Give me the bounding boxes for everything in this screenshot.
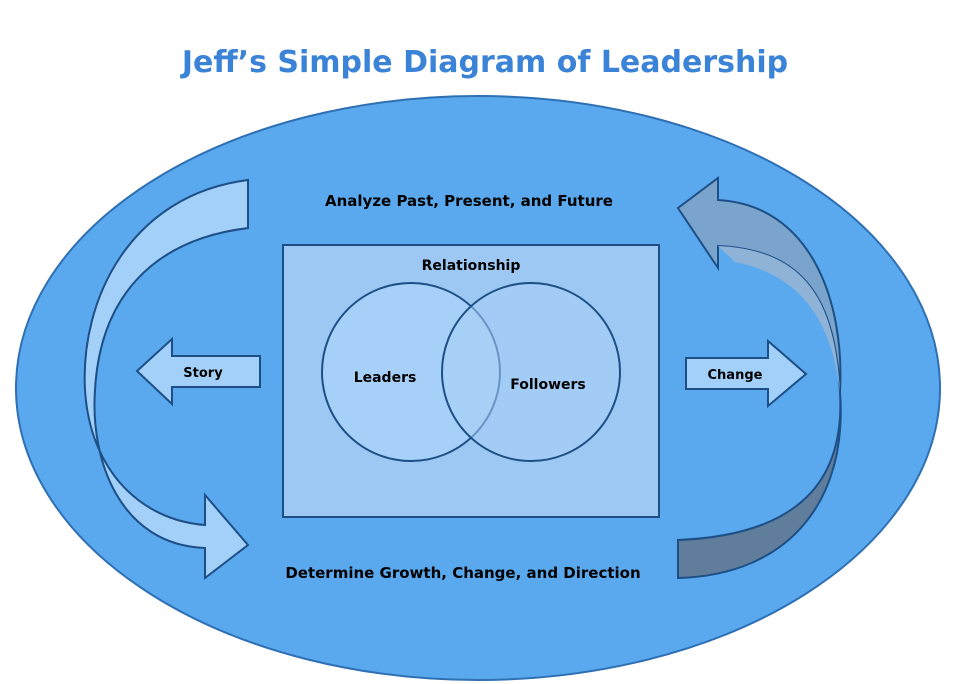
story-label: Story bbox=[183, 366, 223, 381]
diagram-title: Jeff’s Simple Diagram of Leadership bbox=[180, 45, 788, 80]
change-label: Change bbox=[708, 368, 763, 383]
bottom-label: Determine Growth, Change, and Direction bbox=[285, 564, 640, 582]
followers-circle bbox=[441, 282, 621, 462]
relationship-label: Relationship bbox=[422, 258, 521, 274]
followers-label: Followers bbox=[510, 377, 586, 393]
right-cycle-arrow bbox=[676, 176, 842, 580]
story-arrow bbox=[135, 336, 261, 407]
leaders-label: Leaders bbox=[354, 370, 417, 386]
top-label: Analyze Past, Present, and Future bbox=[325, 192, 613, 210]
left-cycle-arrow bbox=[83, 178, 250, 581]
change-arrow bbox=[685, 338, 808, 409]
